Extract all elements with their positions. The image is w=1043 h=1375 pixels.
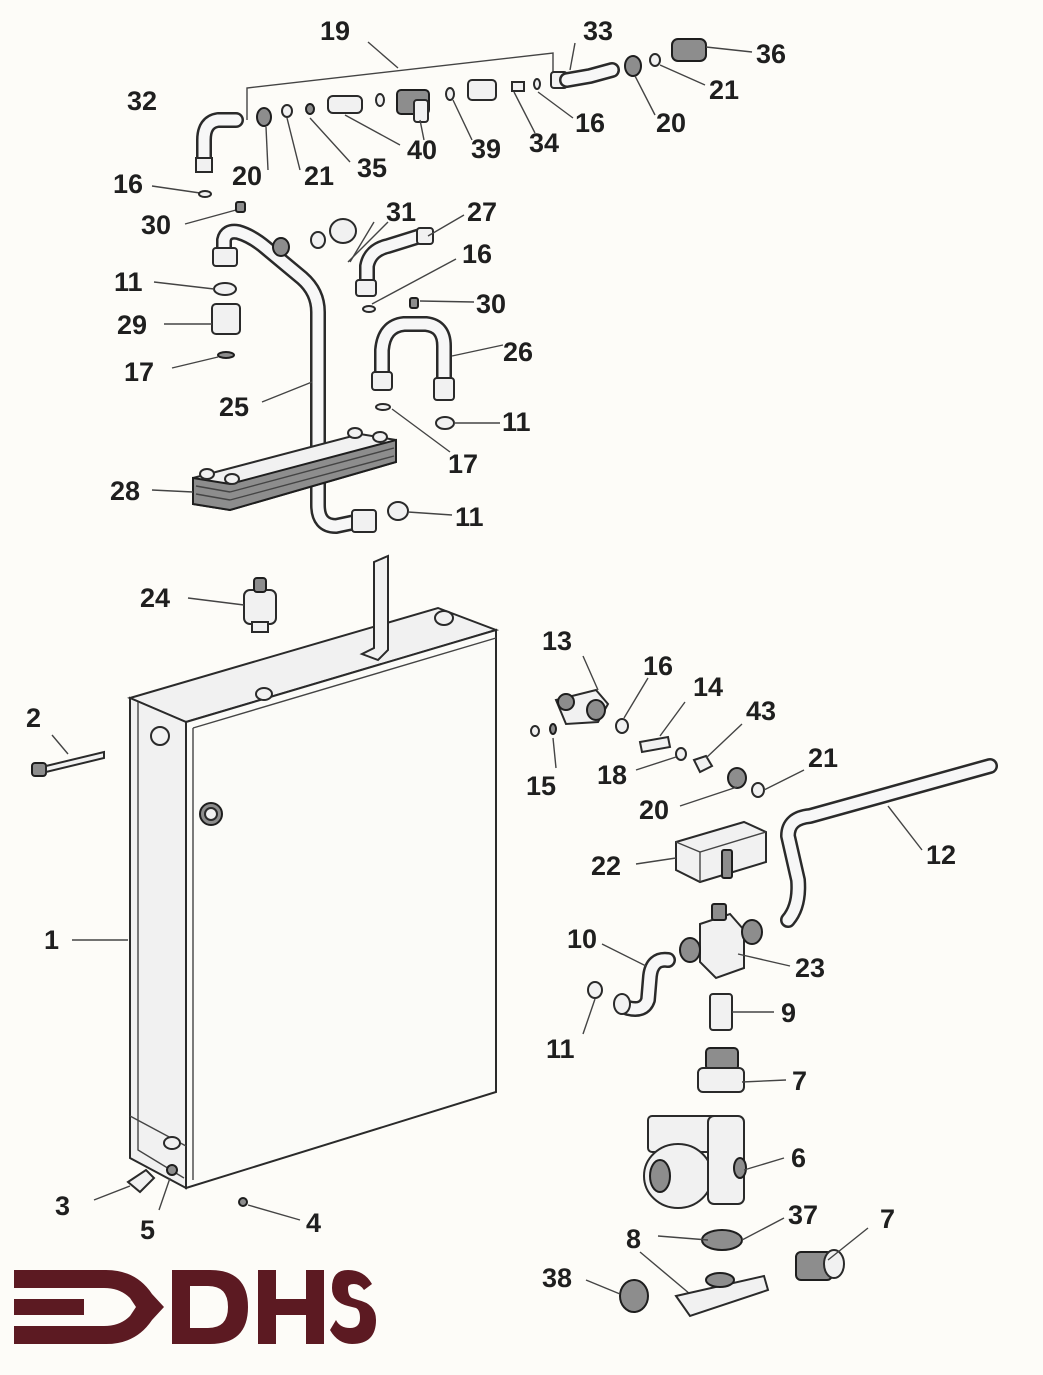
dhs-logo xyxy=(14,1270,376,1344)
callout-27: 27 xyxy=(467,197,498,227)
callout-6: 6 xyxy=(791,1143,807,1173)
callout-35: 35 xyxy=(357,153,388,183)
callout-3: 3 xyxy=(55,1191,71,1221)
upper-pipework xyxy=(153,214,504,534)
callout-30: 30 xyxy=(141,210,172,240)
heat-exchanger xyxy=(151,427,397,512)
callout-10: 10 xyxy=(567,924,598,954)
callout-33: 33 xyxy=(583,16,614,46)
callout-20: 20 xyxy=(656,108,687,138)
callout-21: 21 xyxy=(709,75,740,105)
top-manifold-assembly xyxy=(151,38,753,225)
callout-16: 16 xyxy=(113,169,144,199)
callout-39: 39 xyxy=(471,134,502,164)
callout-20: 20 xyxy=(232,161,263,191)
callout-36: 36 xyxy=(756,39,787,69)
callout-29: 29 xyxy=(117,310,148,340)
main-casing xyxy=(31,554,500,1221)
callout-2: 2 xyxy=(26,703,42,733)
callout-16: 16 xyxy=(643,651,674,681)
callout-1: 1 xyxy=(44,925,60,955)
callout-12: 12 xyxy=(926,840,957,870)
valve-assembly xyxy=(530,655,998,1318)
callout-30: 30 xyxy=(476,289,507,319)
callout-17: 17 xyxy=(448,449,479,479)
callout-38: 38 xyxy=(542,1263,573,1293)
callout-20: 20 xyxy=(639,795,670,825)
callout-43: 43 xyxy=(746,696,777,726)
callout-16: 16 xyxy=(462,239,493,269)
callout-11: 11 xyxy=(502,407,531,437)
callout-9: 9 xyxy=(781,998,797,1028)
callout-19: 19 xyxy=(320,16,351,46)
callout-21: 21 xyxy=(808,743,839,773)
callout-28: 28 xyxy=(110,476,141,506)
callout-8: 8 xyxy=(626,1224,642,1254)
callout-25: 25 xyxy=(219,392,250,422)
callout-34: 34 xyxy=(529,128,560,158)
callout-11: 11 xyxy=(455,502,484,532)
callout-31: 31 xyxy=(386,197,417,227)
callout-13: 13 xyxy=(542,626,573,656)
callout-23: 23 xyxy=(795,953,826,983)
callout-32: 32 xyxy=(127,86,158,116)
callout-14: 14 xyxy=(693,672,724,702)
callout-7: 7 xyxy=(792,1066,808,1096)
callout-22: 22 xyxy=(591,851,622,881)
callout-24: 24 xyxy=(140,583,171,613)
callout-4: 4 xyxy=(306,1208,322,1238)
callout-40: 40 xyxy=(407,135,438,165)
callout-7: 7 xyxy=(880,1204,896,1234)
callout-16: 16 xyxy=(575,108,606,138)
callout-17: 17 xyxy=(124,357,155,387)
callout-21: 21 xyxy=(304,161,335,191)
callout-15: 15 xyxy=(526,771,557,801)
callout-37: 37 xyxy=(788,1200,819,1230)
callout-11: 11 xyxy=(546,1034,575,1064)
callout-26: 26 xyxy=(503,337,534,367)
callout-18: 18 xyxy=(597,760,628,790)
callout-11: 11 xyxy=(114,267,143,297)
callout-5: 5 xyxy=(140,1215,156,1245)
